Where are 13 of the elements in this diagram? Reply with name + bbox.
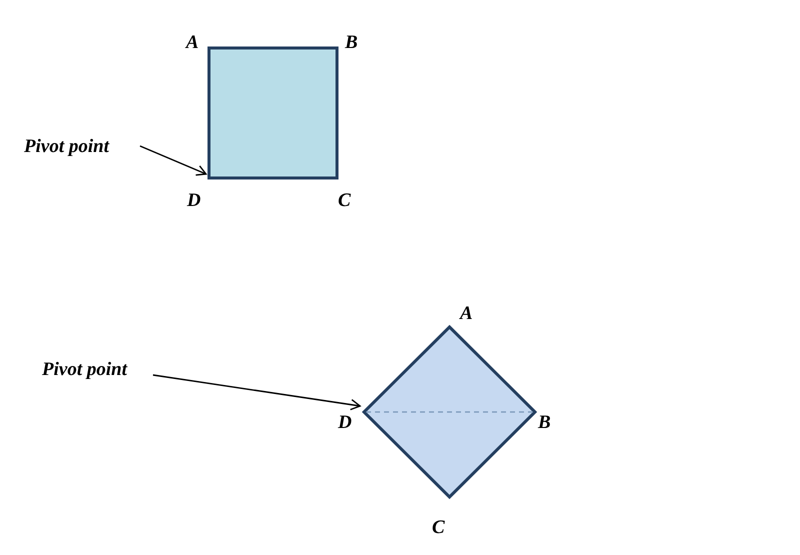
vertex-label: A xyxy=(460,304,473,323)
square-shape xyxy=(208,46,338,180)
vertex-label: D xyxy=(338,413,352,432)
leader-arrow xyxy=(152,374,361,410)
vertex-label: A xyxy=(186,33,199,52)
leader-arrow xyxy=(140,145,207,176)
vertex-label: B xyxy=(345,33,358,52)
vertex-label: B xyxy=(538,413,551,432)
vertex-label: D xyxy=(187,191,201,210)
pivot-point-label: Pivot point xyxy=(42,360,127,379)
vertex-label: C xyxy=(432,518,445,537)
pivot-point-label: Pivot point xyxy=(24,137,109,156)
vertex-label: C xyxy=(338,191,351,210)
